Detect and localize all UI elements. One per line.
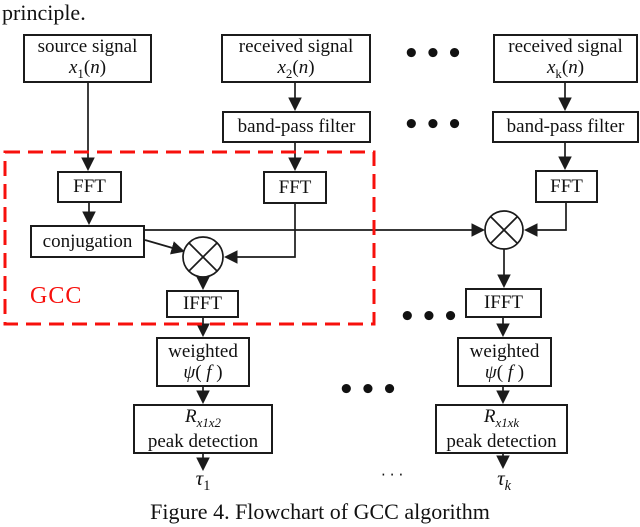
peak-detection-1-label: peak detection: [147, 430, 259, 452]
fft-2-label: FFT: [278, 176, 312, 198]
gcc-dashed-boundary: [3, 150, 376, 326]
ellipsis-filters-row: •••: [403, 110, 468, 140]
peak-detection-2-label: peak detection: [446, 430, 557, 452]
fft-3-label: FFT: [550, 175, 583, 197]
conjugation-box: conjugation: [30, 225, 145, 258]
ifft-2-box: IFFT: [465, 288, 542, 318]
conjugation-label: conjugation: [42, 230, 133, 252]
ellipsis-sources-row: •••: [403, 39, 468, 69]
weighted-1-box: weighted ψ( f ): [156, 337, 250, 387]
arrow-conjugation-to-multiplier-left: [144, 239, 185, 255]
weighted-2-box: weighted ψ( f ): [457, 337, 552, 387]
fft-1-box: FFT: [57, 171, 122, 203]
ifft-2-label: IFFT: [483, 292, 524, 314]
output-tau-1: τ1: [195, 466, 211, 495]
source-signal-title: source signal: [37, 35, 138, 57]
output-tau-k: τk: [497, 466, 511, 495]
weighted-2-title: weighted: [469, 340, 540, 362]
ifft-1-label: IFFT: [182, 293, 223, 315]
weighted-2-math: ψ( f ): [484, 362, 525, 383]
received-signal-k-math: xk(n): [546, 57, 585, 81]
arrow-fft2-to-multiplier-left: [223, 204, 296, 264]
leading-paragraph-text: principle.: [2, 0, 86, 25]
source-signal-math: x1(n): [68, 57, 107, 81]
ellipsis-weighted-row: •••: [338, 375, 403, 405]
peak-detection-1-math: Rx1x2: [185, 406, 221, 431]
source-signal-box: source signal x1(n): [23, 34, 152, 83]
weighted-1-title: weighted: [168, 340, 238, 362]
bandpass-filter-k-box: band-pass filter: [492, 111, 639, 143]
ifft-1-box: IFFT: [166, 290, 239, 318]
fft-1-label: FFT: [73, 176, 106, 198]
peak-detection-1-box: Rx1x2 peak detection: [133, 404, 273, 454]
received-signal-k-box: received signal xk(n): [493, 34, 638, 83]
ellipsis-ifft-row: •••: [399, 302, 464, 332]
bandpass-filter-2-box: band-pass filter: [222, 111, 371, 143]
gcc-region-label: GCC: [30, 283, 83, 309]
figure-caption: Figure 4. Flowchart of GCC algorithm: [150, 499, 490, 524]
peak-detection-2-box: Rx1xk peak detection: [435, 404, 568, 454]
peak-detection-2-math: Rx1xk: [483, 406, 520, 431]
bandpass-filter-2-label: band-pass filter: [237, 116, 356, 138]
fft-2-box: FFT: [263, 171, 327, 204]
received-signal-2-math: x2(n): [277, 57, 315, 81]
received-signal-k-title: received signal: [508, 35, 623, 57]
received-signal-2-title: received signal: [238, 35, 354, 57]
multiplier-icon-right: [484, 210, 524, 250]
bandpass-filter-k-label: band-pass filter: [506, 116, 625, 138]
multiplier-icon-left: [182, 236, 224, 278]
received-signal-2-box: received signal x2(n): [221, 34, 371, 83]
arrow-fft3-to-multiplier-right: [523, 203, 567, 237]
fft-3-box: FFT: [535, 170, 598, 203]
ellipsis-tau-row: ···: [381, 466, 408, 484]
weighted-1-math: ψ( f ): [183, 362, 223, 383]
